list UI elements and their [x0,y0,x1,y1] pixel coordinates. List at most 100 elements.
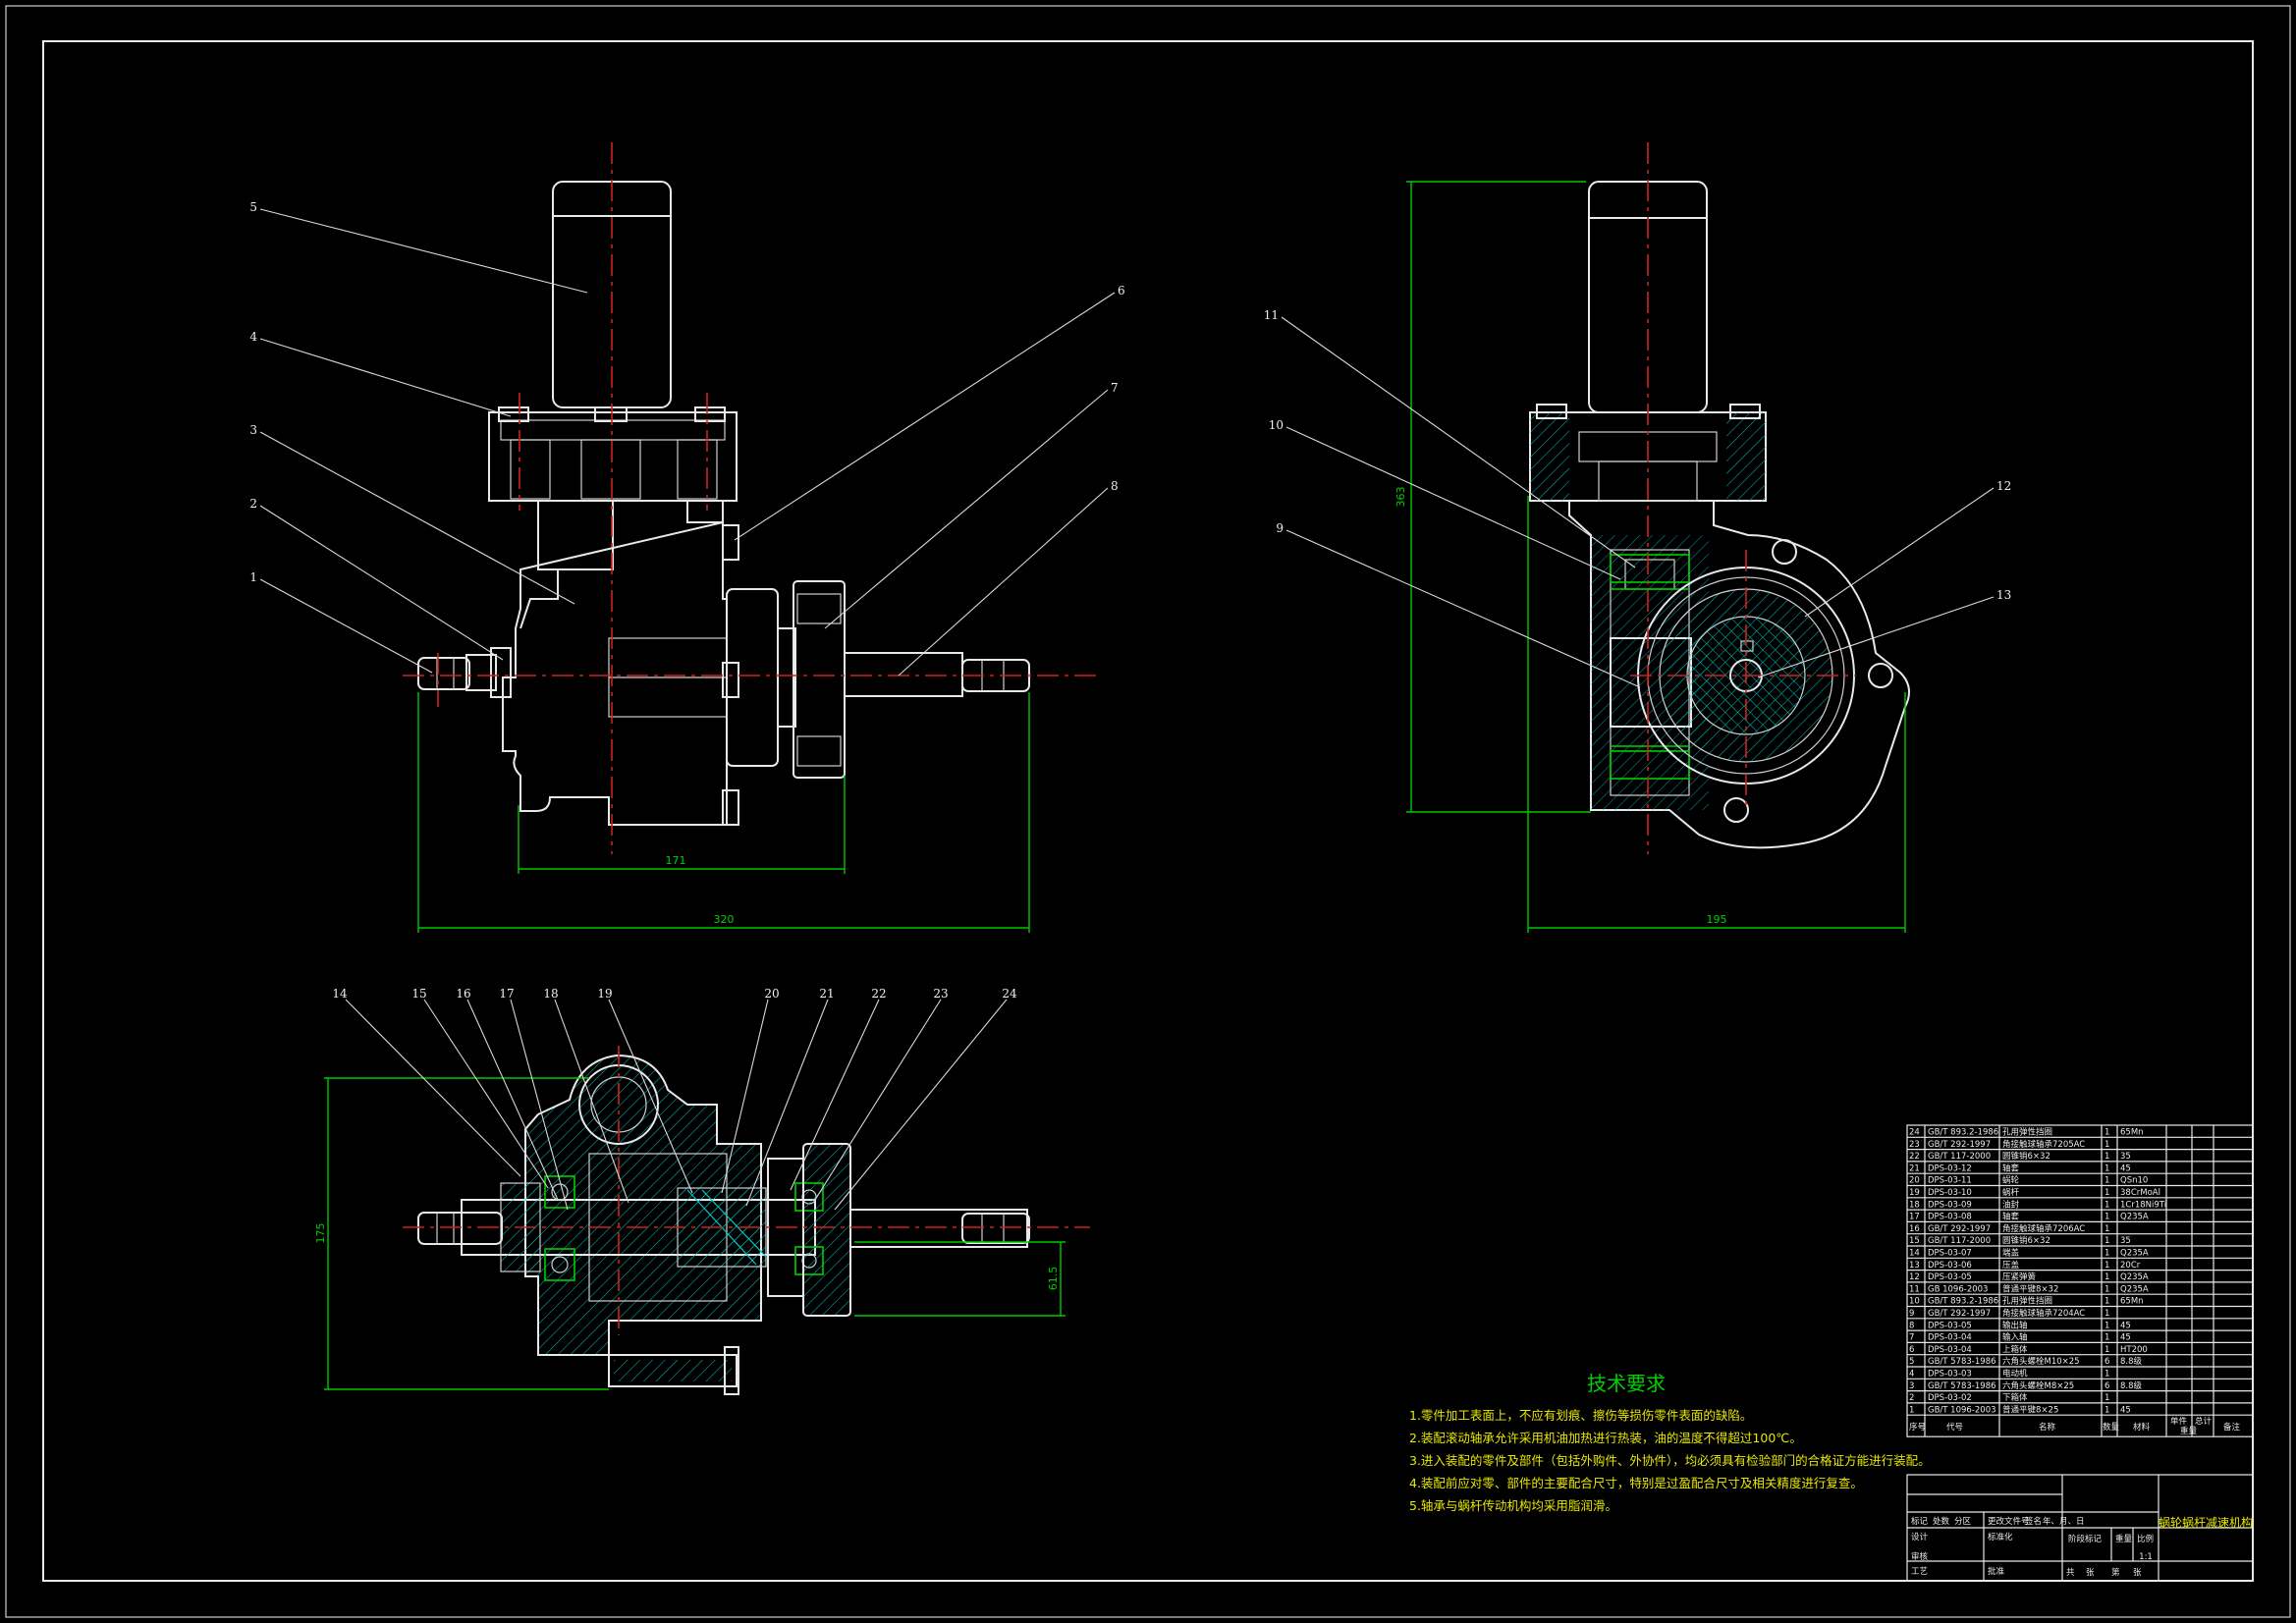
bom-cell: 压紧弹簧 [2002,1271,2037,1282]
bom-cell: 19 [1909,1188,1920,1198]
callout-20: 20 [764,987,779,1001]
tb-label: 比例 [2137,1534,2154,1544]
bom-cell: 1 [2105,1261,2109,1271]
bom-cell: 1 [2105,1405,2109,1415]
bom-cell: 45 [2120,1163,2131,1173]
bom-cell: GB 1096-2003 [1928,1284,1988,1294]
bom-cell: Q235A [2120,1213,2149,1222]
bom-cell: 15 [1909,1236,1920,1246]
tb-label: 阶段标记 [2068,1534,2103,1544]
bom-cell: GB/T 292-1997 [1928,1224,1991,1234]
bom-cell: 圆锥销6×32 [2002,1151,2050,1162]
bom-cell: Q235A [2120,1284,2149,1294]
bom-cell: 21 [1909,1163,1920,1173]
bom-cell: 17 [1909,1213,1920,1222]
tech-requirements: 技术要求 1.零件加工表面上，不应有划痕、擦伤等损伤零件表面的缺陷。 2.装配滚… [1409,1372,1931,1513]
callout-19: 19 [597,987,612,1001]
bom-cell: 孔用弹性挡圈 [2002,1296,2052,1307]
bom-cell: 8.8级 [2120,1380,2143,1391]
bom-cell: 1 [2105,1163,2109,1173]
side-view: 195 363 [1394,142,1910,933]
bom-cell: GB/T 292-1997 [1928,1309,1991,1319]
callout-1: 1 [249,570,257,584]
bom-cell: Q235A [2120,1272,2149,1282]
tb-label: 审核 [1911,1551,1929,1562]
dim-side-width: 195 [1707,913,1727,926]
bom-cell: 1 [2105,1152,2109,1162]
bom-cell: 轴套 [2002,1212,2020,1222]
callout-5: 5 [249,200,257,214]
dim-plan-height: 175 [314,1223,327,1244]
bom-cell: DPS-03-12 [1928,1163,1972,1173]
inner-frame [42,40,2254,1582]
tech-requirement-item: 3.进入装配的零件及部件（包括外购件、外协件），均必须具有检验部门的合格证方能进… [1409,1453,1931,1468]
bom-cell: 1 [2105,1284,2109,1294]
tb-label: 批准 [1988,1566,2005,1577]
bom-cell: GB/T 117-2000 [1928,1236,1991,1246]
tech-requirement-item: 4.装配前应对零、部件的主要配合尺寸，特别是过盈配合尺寸及相关精度进行复查。 [1409,1476,1863,1490]
bom-cell: 1 [2105,1140,2109,1150]
bom-cell: DPS-03-05 [1928,1272,1972,1282]
bom-cell: GB/T 292-1997 [1928,1140,1991,1150]
bom-cell: 22 [1909,1152,1920,1162]
callout-11: 11 [1264,308,1279,322]
bom-cell: 角接触球轴承7204AC [2002,1308,2085,1319]
tech-requirement-item: 5.轴承与蜗杆传动机构均采用脂润滑。 [1409,1498,1617,1513]
title-block: 蜗轮蜗杆减速机构 1:1 标记 处数 分区 更改文件号 签名 年、月、日 设计 … [1906,1474,2254,1582]
bom-cell: 普通平键8×32 [2002,1283,2058,1294]
bom-cell: Q235A [2120,1249,2149,1259]
tb-label: 签名 [2025,1516,2042,1527]
bom-cell: DPS-03-11 [1928,1176,1972,1186]
callout-4: 4 [249,330,257,344]
bom-cell: 1 [2105,1297,2109,1307]
bom-cell: 1 [2105,1213,2109,1222]
bom-cell: DPS-03-07 [1928,1249,1972,1259]
bom-header-cell: 总计 [2195,1416,2213,1427]
bom-cell: 电动机 [2002,1369,2028,1380]
bom-cell: 1 [2105,1128,2109,1138]
front-leaders [259,208,1116,676]
callout-2: 2 [249,497,257,511]
bom-cell: 蜗杆 [2002,1187,2020,1198]
tb-label: 处数 [1933,1516,1950,1527]
bom-cell: GB/T 893.2-1986 [1928,1297,1998,1307]
bom-cell: 角接触球轴承7205AC [2002,1139,2085,1150]
bom-cell: 8.8级 [2120,1356,2143,1367]
bom-cell: 输入轴 [2002,1332,2028,1343]
bom-cell: 20Cr [2120,1261,2141,1271]
callout-14: 14 [332,987,348,1001]
plan-leaders [345,999,1008,1211]
tb-label: 张 [2086,1568,2095,1578]
bom-cell: 1 [1909,1405,1914,1415]
bom-cell: 1 [2105,1224,2109,1234]
bom-cell: 1 [2105,1345,2109,1355]
bom-cell: DPS-03-06 [1928,1261,1972,1271]
tb-label: 工艺 [1911,1567,1928,1577]
callout-24: 24 [1002,987,1017,1001]
bom-cell: GB/T 5783-1986 [1928,1381,1996,1391]
tb-label: 年、月、日 [2043,1516,2085,1527]
tech-requirement-item: 2.装配滚动轴承允许采用机油加热进行热装，油的温度不得超过100℃。 [1409,1431,1802,1445]
bom-cell: 45 [2120,1333,2131,1343]
bom-cell: 1 [2105,1176,2109,1186]
bom-header-cell: 名称 [2039,1422,2056,1433]
bom-cell: 3 [1909,1381,1914,1391]
tb-label: 标记 [1911,1516,1929,1527]
bom-cell: HT200 [2120,1345,2148,1355]
bom-cell: 8 [1909,1321,1914,1330]
bom-cell: 1 [2105,1309,2109,1319]
bom-cell: 9 [1909,1309,1914,1319]
callout-16: 16 [456,987,470,1001]
callout-12: 12 [1996,479,2011,493]
bom-cell: 角接触球轴承7206AC [2002,1223,2085,1234]
bom-cell: 16 [1909,1224,1920,1234]
scale-value: 1:1 [2139,1552,2153,1562]
callout-18: 18 [543,987,558,1001]
drawing-title: 蜗轮蜗杆减速机构 [2159,1515,2253,1530]
bom-cell: GB/T 893.2-1986 [1928,1128,1998,1138]
callout-23: 23 [933,987,948,1001]
callout-9: 9 [1276,521,1284,535]
bom-cell: 65Mn [2120,1128,2144,1138]
callout-8: 8 [1111,479,1119,493]
